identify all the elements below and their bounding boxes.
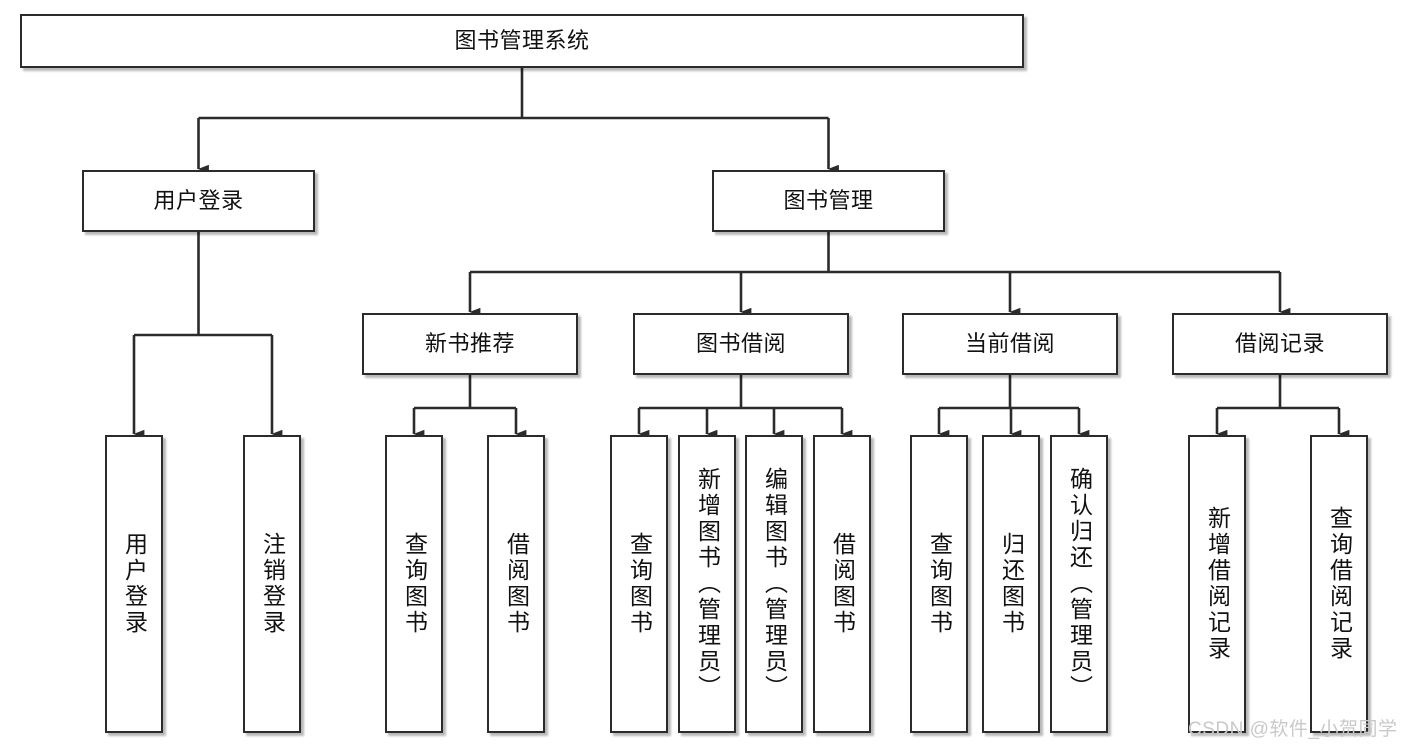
- node-label-borrow-record: 借阅记录: [1234, 330, 1325, 356]
- node-label-leaf-add-record: 新增借阅记录: [1204, 506, 1231, 662]
- node-leaf-query-book-1[interactable]: 查询图书: [385, 435, 443, 733]
- node-label-leaf-edit-book: 编辑图书（管理员）: [761, 467, 788, 701]
- node-label-current-borrow: 当前借阅: [964, 330, 1055, 356]
- node-leaf-add-record[interactable]: 新增借阅记录: [1188, 435, 1246, 733]
- node-leaf-borrow-book-2[interactable]: 借阅图书: [813, 435, 871, 733]
- node-label-leaf-borrow-book-1: 借阅图书: [503, 532, 530, 636]
- node-label-root: 图书管理系统: [454, 27, 590, 53]
- node-label-book-borrow: 图书借阅: [695, 330, 786, 356]
- node-current-borrow[interactable]: 当前借阅: [902, 313, 1118, 375]
- node-leaf-user-login[interactable]: 用户登录: [105, 435, 163, 733]
- node-leaf-query-record[interactable]: 查询借阅记录: [1310, 435, 1368, 733]
- node-leaf-confirm-return[interactable]: 确认归还（管理员）: [1050, 435, 1108, 733]
- csdn-watermark: CSDN @软件_小贺同学: [1188, 719, 1398, 740]
- node-label-leaf-query-record: 查询借阅记录: [1326, 506, 1353, 662]
- node-label-leaf-return-book: 归还图书: [998, 532, 1025, 636]
- node-label-leaf-query-book-1: 查询图书: [401, 532, 428, 636]
- node-label-leaf-confirm-return: 确认归还（管理员）: [1066, 467, 1093, 701]
- node-label-leaf-user-login: 用户登录: [121, 532, 148, 636]
- node-leaf-borrow-book-1[interactable]: 借阅图书: [487, 435, 545, 733]
- node-label-book-manage: 图书管理: [783, 187, 874, 213]
- node-leaf-edit-book[interactable]: 编辑图书（管理员）: [745, 435, 803, 733]
- node-label-leaf-query-book-2: 查询图书: [626, 532, 653, 636]
- node-leaf-query-book-3[interactable]: 查询图书: [910, 435, 968, 733]
- node-user-login[interactable]: 用户登录: [82, 170, 315, 232]
- node-label-leaf-user-logout: 注销登录: [259, 532, 286, 636]
- node-leaf-return-book[interactable]: 归还图书: [982, 435, 1040, 733]
- node-label-new-book-rec: 新书推荐: [424, 330, 515, 356]
- node-label-user-login: 用户登录: [153, 187, 244, 213]
- node-leaf-query-book-2[interactable]: 查询图书: [610, 435, 668, 733]
- node-label-leaf-borrow-book-2: 借阅图书: [829, 532, 856, 636]
- node-label-leaf-add-book: 新增图书（管理员）: [694, 467, 721, 701]
- connector-group: [132, 68, 1350, 439]
- node-borrow-record[interactable]: 借阅记录: [1172, 313, 1388, 375]
- node-book-borrow[interactable]: 图书借阅: [633, 313, 849, 375]
- node-label-leaf-query-book-3: 查询图书: [926, 532, 953, 636]
- node-new-book-rec[interactable]: 新书推荐: [362, 313, 578, 375]
- node-leaf-add-book[interactable]: 新增图书（管理员）: [678, 435, 736, 733]
- node-root[interactable]: 图书管理系统: [20, 14, 1024, 68]
- node-book-manage[interactable]: 图书管理: [712, 170, 945, 232]
- node-leaf-user-logout[interactable]: 注销登录: [243, 435, 301, 733]
